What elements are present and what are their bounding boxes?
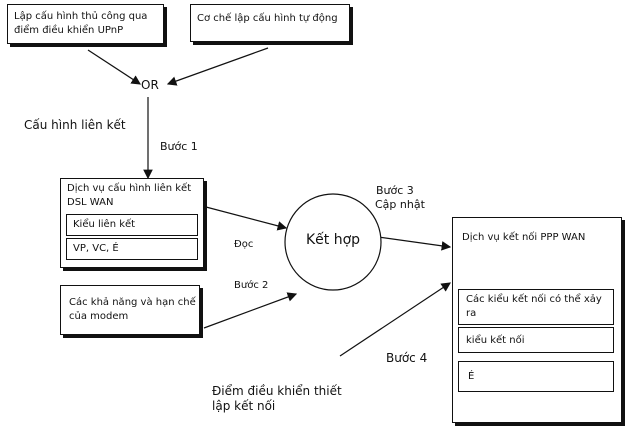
update-label: Cập nhật [375,198,425,211]
possible-connection-types-item: Các kiểu kết nối có thể xảy ra [458,289,614,325]
link-type-item: Kiểu liên kết [66,214,198,236]
connection-control-point-label: Điểm điều khiển thiết lập kết nối [212,384,352,414]
possible-connection-types-text: Các kiểu kết nối có thể xảy ra [466,294,606,319]
modem-capabilities-box: Các khả năng và hạn chế của modem [60,285,200,335]
dsl-wan-service-box: Dịch vụ cấu hình liên kết DSL WAN Kiểu l… [60,178,204,268]
arrow-modem-to-combine [203,292,298,329]
vp-vc-item: VP, VC, É [66,238,198,260]
arrow-control-to-ppp [339,282,451,357]
connection-control-point-text: Điểm điều khiển thiết lập kết nối [212,384,342,413]
modem-capabilities-text: Các khả năng và hạn chế của modem [69,297,199,322]
combine-circle [284,193,382,291]
auto-config-text: Cơ chế lập cấu hình tự động [197,13,338,24]
manual-config-box: Lập cấu hình thủ công qua điểm điều khiể… [7,4,164,44]
or-label: OR [141,78,159,92]
step4-label: Bước 4 [386,351,428,365]
dsl-wan-service-title: Dịch vụ cấu hình liên kết DSL WAN [67,183,195,208]
connection-type-text: kiểu kết nối [466,335,525,346]
link-type-text: Kiểu liên kết [73,219,136,230]
connection-type-item: kiểu kết nối [458,327,614,353]
ppp-wan-service-title: Dịch vụ kết nối PPP WAN [462,232,586,243]
vp-vc-text: VP, VC, É [73,243,119,254]
link-config-label: Cấu hình liên kết [24,118,126,132]
manual-config-text: Lập cấu hình thủ công qua điểm điều khiể… [14,11,151,36]
auto-config-box: Cơ chế lập cấu hình tự động [190,4,350,42]
step3-label: Bước 3 [376,184,414,197]
step1-label: Bước 1 [160,140,198,153]
etc-item: É [458,361,614,392]
arrow-combine-to-ppp [377,236,452,251]
arrow-manual-to-or [87,49,142,85]
arrow-dsl-to-combine [205,206,288,231]
arrow-auto-to-or [166,47,269,86]
read-label: Đọc [234,239,254,250]
etc-text: É [468,371,475,382]
step2-label: Bước 2 [234,280,269,291]
ppp-wan-service-box: Dịch vụ kết nối PPP WAN Các kiểu kết nối… [452,217,622,423]
combine-label: Kết hợp [306,232,361,248]
